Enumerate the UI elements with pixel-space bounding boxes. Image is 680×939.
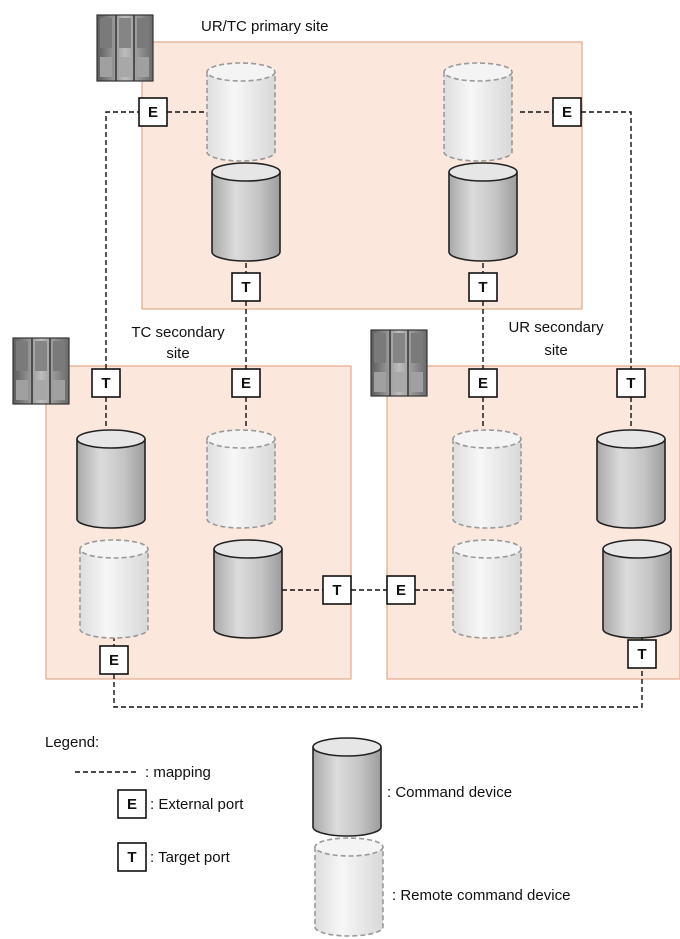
command-device-icon <box>76 429 146 529</box>
storage-system-icon <box>12 337 70 405</box>
primary-site-title: UR/TC primary site <box>201 18 329 35</box>
command-device-icon <box>596 429 666 529</box>
svg-text:E: E <box>562 104 572 121</box>
target-port: T <box>627 639 657 669</box>
svg-text:E: E <box>127 796 137 813</box>
mapping-line <box>105 111 139 369</box>
legend-remote-command-device-label: : Remote command device <box>392 887 570 904</box>
target-port: T <box>231 272 261 302</box>
legend-remote-command-device-icon <box>314 837 384 937</box>
remote-command-device-icon <box>206 62 276 162</box>
remote-command-device-icon <box>443 62 513 162</box>
svg-text:E: E <box>478 375 488 392</box>
remote-command-device-icon <box>452 539 522 639</box>
external-port: E <box>552 97 582 127</box>
legend-external-port-label: : External port <box>150 796 244 813</box>
remote-command-device-icon <box>79 539 149 639</box>
tc-secondary-site-title: TC secondary <box>131 324 225 341</box>
target-port: T <box>468 272 498 302</box>
svg-text:T: T <box>127 849 136 866</box>
external-port: E <box>386 575 416 605</box>
command-device-icon <box>211 162 281 262</box>
svg-text:T: T <box>626 375 635 392</box>
tc-secondary-site-subtitle: site <box>166 345 189 362</box>
svg-text:T: T <box>637 646 646 663</box>
svg-text:T: T <box>241 279 250 296</box>
command-device-icon <box>448 162 518 262</box>
svg-text:E: E <box>109 652 119 669</box>
legend-command-device-label: : Command device <box>387 784 512 801</box>
svg-text:T: T <box>332 582 341 599</box>
legend-title: Legend: <box>45 734 99 751</box>
remote-command-device-icon <box>452 429 522 529</box>
legend-target-port-label: : Target port <box>150 849 231 866</box>
command-device-icon <box>213 539 283 639</box>
legend-command-device-icon <box>312 737 382 837</box>
legend-target-port: T <box>117 842 147 872</box>
mapping-line <box>581 111 632 369</box>
command-device-icon <box>602 539 672 639</box>
external-port: E <box>468 368 498 398</box>
svg-text:E: E <box>241 375 251 392</box>
svg-text:T: T <box>101 375 110 392</box>
legend: Legend: : mapping E : External port T : … <box>45 734 570 937</box>
external-port: E <box>231 368 261 398</box>
external-port: E <box>99 645 129 675</box>
storage-system-icon <box>96 14 154 82</box>
target-port: T <box>616 368 646 398</box>
legend-external-port: E <box>117 789 147 819</box>
svg-text:E: E <box>148 104 158 121</box>
external-port: E <box>138 97 168 127</box>
mapping-line <box>113 668 643 708</box>
legend-mapping-label: : mapping <box>145 764 211 781</box>
svg-text:E: E <box>396 582 406 599</box>
storage-system-icon <box>370 329 428 397</box>
target-port: T <box>322 575 352 605</box>
remote-command-device-icon <box>206 429 276 529</box>
svg-text:T: T <box>478 279 487 296</box>
target-port: T <box>91 368 121 398</box>
ur-secondary-site-title: UR secondary <box>508 319 604 336</box>
ur-secondary-site-subtitle: site <box>544 342 567 359</box>
